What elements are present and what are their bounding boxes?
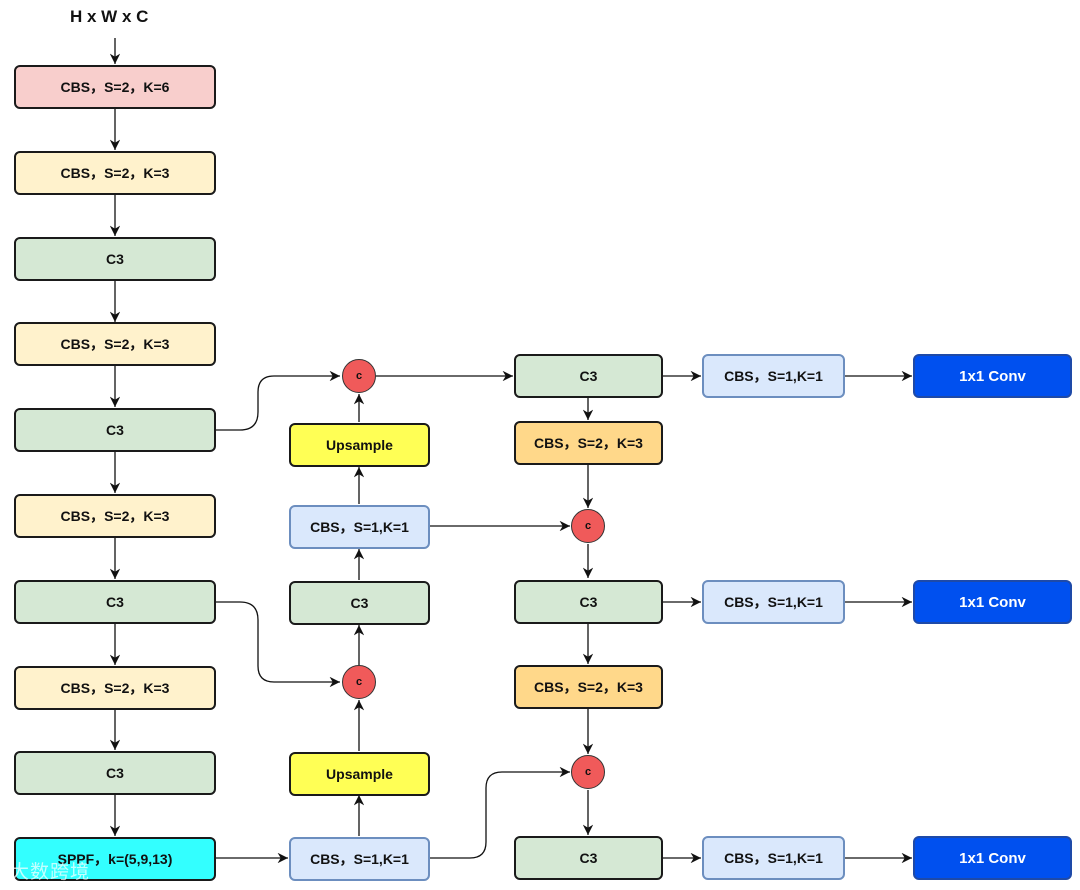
arrow-b5-to-concat-top: [216, 370, 340, 431]
neck-cbs-s1-bottom: CBS，S=1,K=1: [289, 837, 430, 881]
backbone-cbs-k6: CBS，S=2，K=6: [14, 65, 216, 109]
backbone-cbs-4: CBS，S=2，K=3: [14, 494, 216, 538]
head-c3-top: C3: [514, 354, 663, 398]
head-cbs-s2-b: CBS，S=2，K=3: [514, 665, 663, 709]
backbone-cbs-5: CBS，S=2，K=3: [14, 666, 216, 710]
head-conv-1: 1x1 Conv: [913, 354, 1072, 398]
head-c3-middle: C3: [514, 580, 663, 624]
backbone-c3-3: C3: [14, 580, 216, 624]
backbone-cbs-3: CBS，S=2，K=3: [14, 322, 216, 366]
head-cbs-s2-a: CBS，S=2，K=3: [514, 421, 663, 465]
head-c3-bottom: C3: [514, 836, 663, 880]
concat-node-neck-bottom: c: [342, 665, 376, 699]
neck-upsample-top: Upsample: [289, 423, 430, 467]
input-shape-label: H x W x C: [70, 7, 149, 26]
concat-node-head-bottom: c: [571, 755, 605, 789]
backbone-c3-4: C3: [14, 751, 216, 795]
head-cbs-out-2: CBS，S=1,K=1: [702, 580, 845, 624]
head-conv-3: 1x1 Conv: [913, 836, 1072, 880]
head-cbs-out-3: CBS，S=1,K=1: [702, 836, 845, 880]
arrow-cbs-bottom-to-concat: [430, 766, 570, 859]
backbone-c3-1: C3: [14, 237, 216, 281]
arrow-b7-to-concat-bottom: [216, 601, 340, 688]
watermark: 大数跨境: [10, 861, 91, 883]
backbone-cbs-2: CBS，S=2，K=3: [14, 151, 216, 195]
backbone-c3-2: C3: [14, 408, 216, 452]
head-conv-2: 1x1 Conv: [913, 580, 1072, 624]
concat-node-neck-top: c: [342, 359, 376, 393]
neck-c3-mid: C3: [289, 581, 430, 625]
concat-node-head-mid: c: [571, 509, 605, 543]
backbone-sppf: SPPF，k=(5,9,13): [14, 837, 216, 881]
neck-cbs-s1-mid: CBS，S=1,K=1: [289, 505, 430, 549]
head-cbs-out-1: CBS，S=1,K=1: [702, 354, 845, 398]
neck-upsample-bottom: Upsample: [289, 752, 430, 796]
